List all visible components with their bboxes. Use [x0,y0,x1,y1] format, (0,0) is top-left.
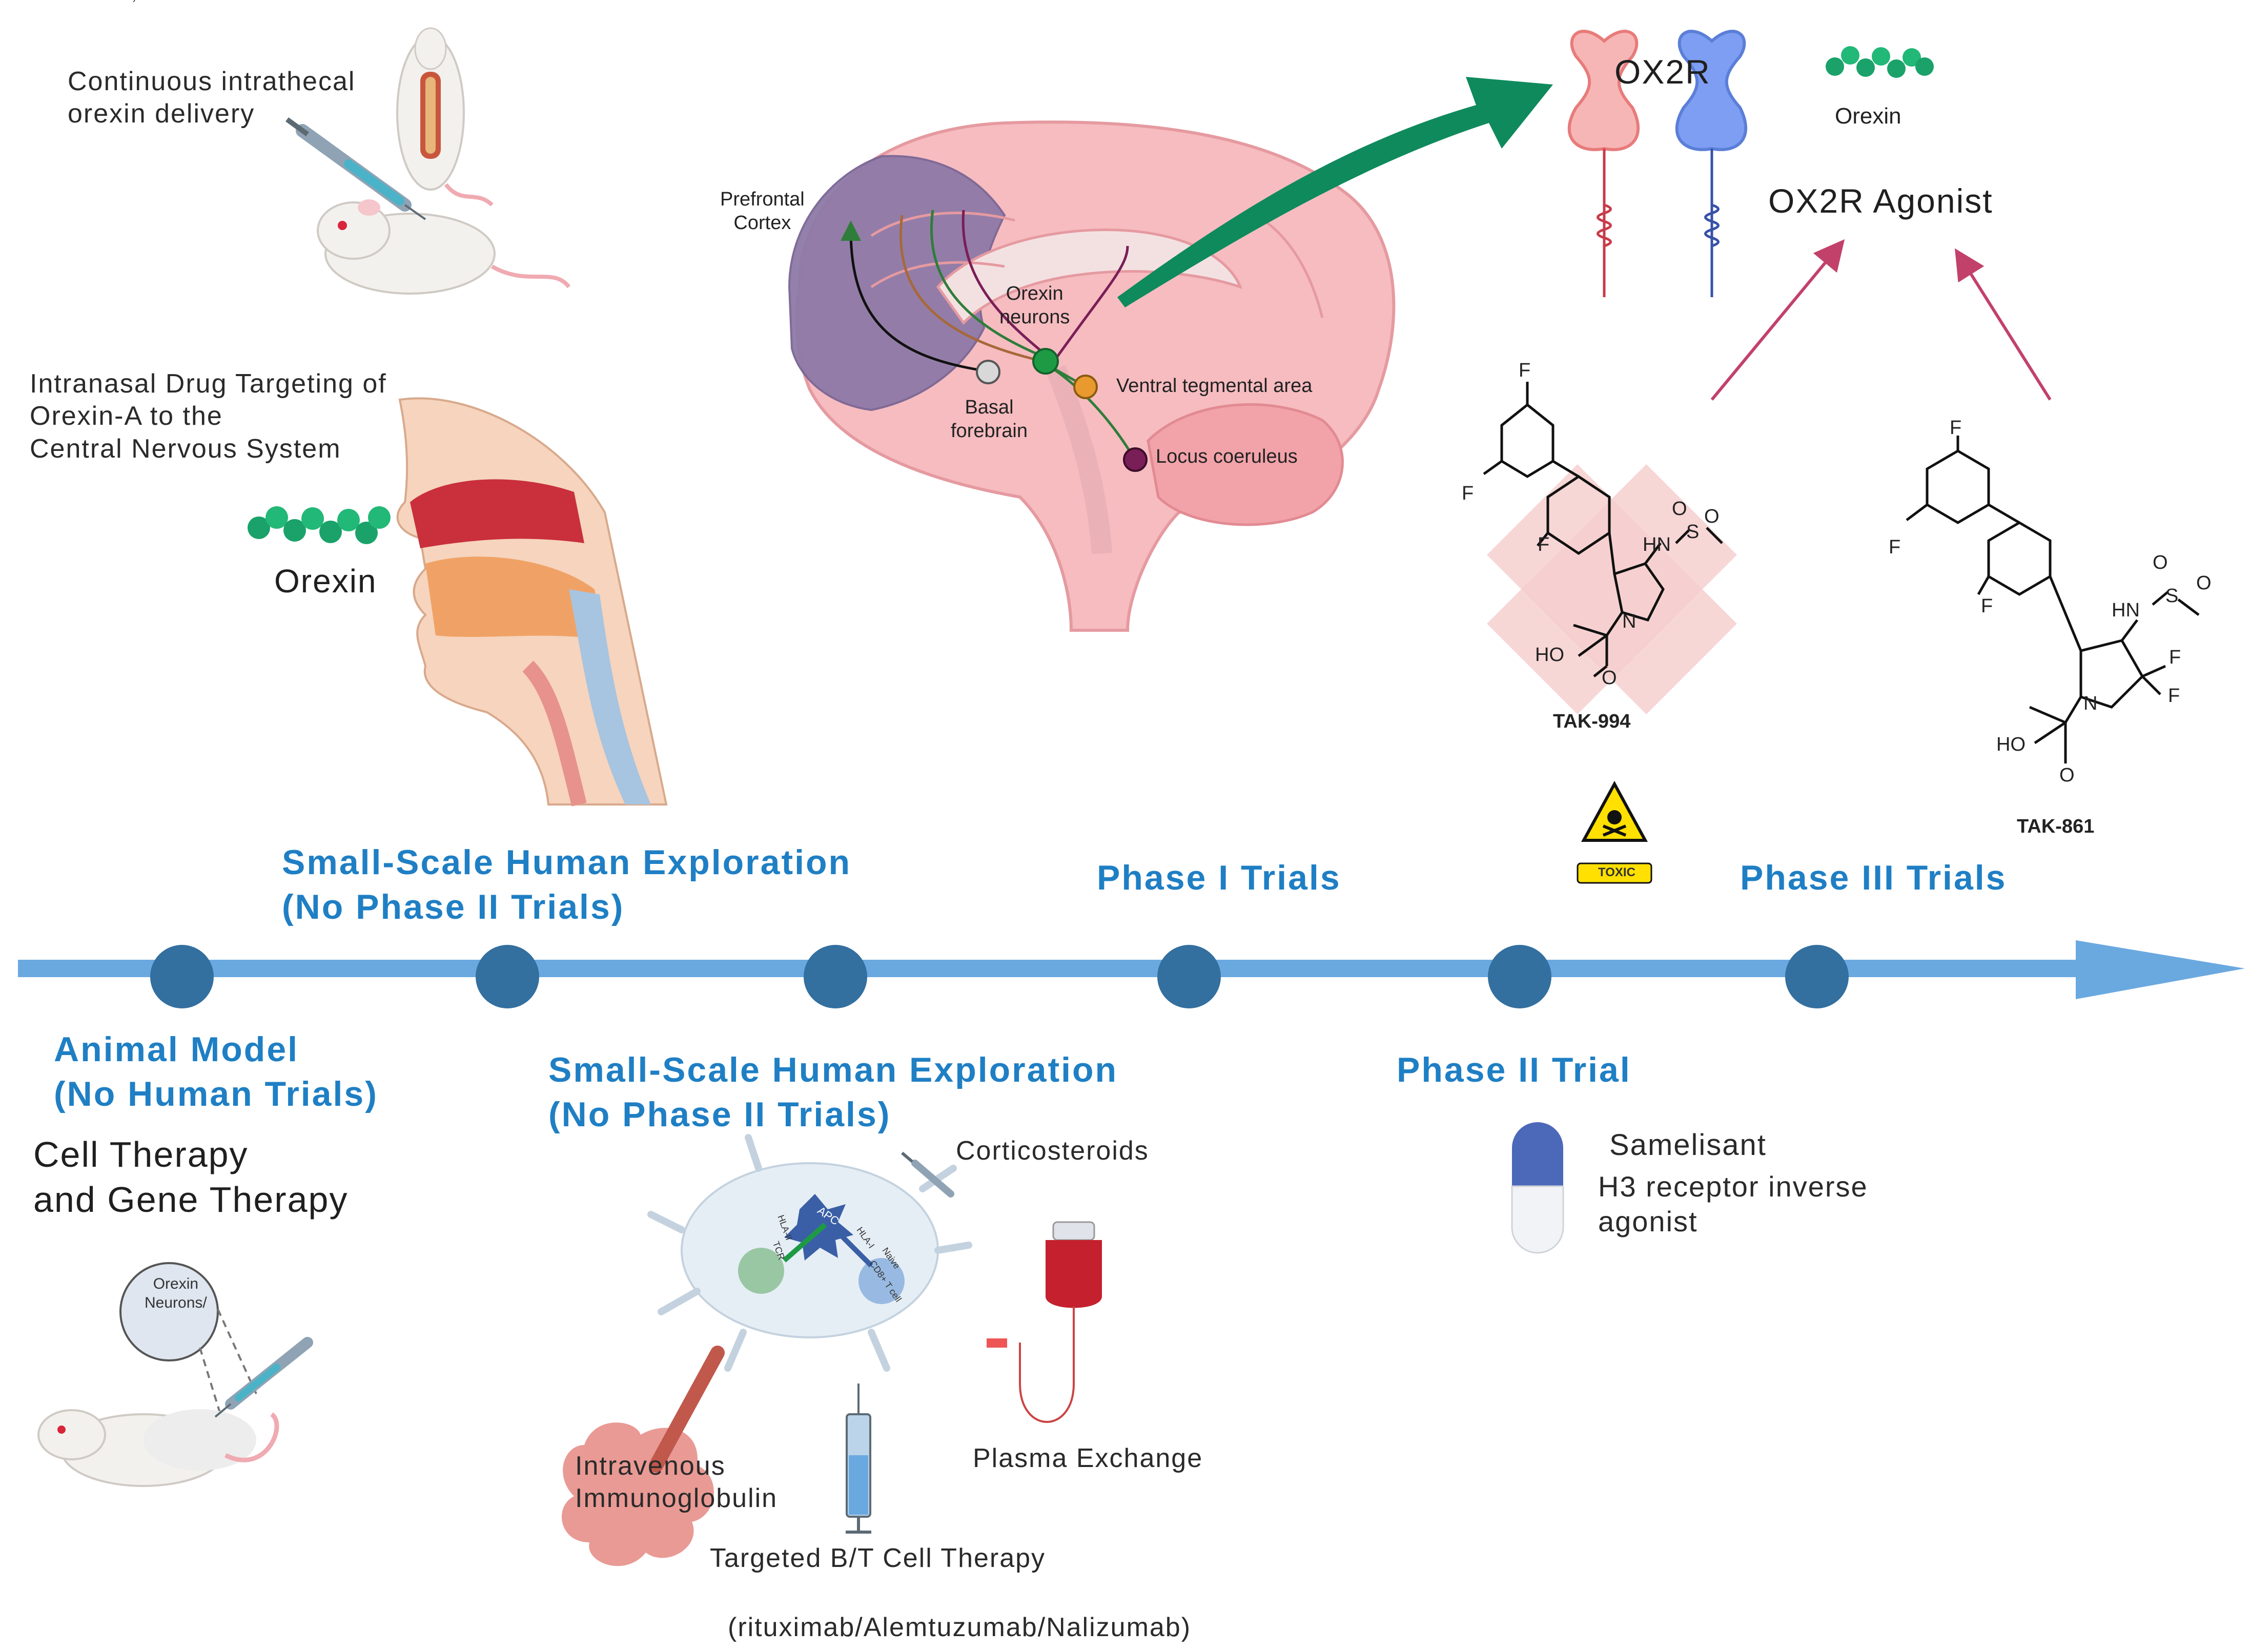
vta-node [1073,375,1098,399]
milestone-3 [804,945,867,1008]
tak861-o3: O [2059,765,2075,786]
prefrontal-cortex-label: Prefrontal Cortex [720,189,805,234]
h3-receptor-label: H3 receptor inverse agonist [1598,1170,1868,1238]
tak994-o1: O [1672,498,1687,520]
capsule-icon [1511,1122,1564,1254]
stage-phase-3: Phase III Trials [1740,858,2007,897]
tak994-ho: HO [1535,644,1564,666]
milestone-1 [150,945,214,1008]
milestone-4 [1157,945,1221,1008]
tak861-f1: F [1950,417,1962,439]
stage-animal-model: Animal Model (No Human Trials) [54,1030,378,1114]
tak861-o1: O [2153,552,2168,573]
tak861-hn: HN [2112,600,2140,621]
bt-cell-therapy-label: Targeted B/T Cell Therapy [710,1543,1046,1573]
intranasal-targeting-label: Intranasal Drug Targeting of Orexin-A to… [30,369,387,464]
orexin-molecule-left-icon [248,506,391,544]
tak994-structure [1483,382,1737,714]
timeline-bar [18,960,2094,977]
tak994-f2: F [1462,483,1474,504]
stage-phase-2: Phase II Trial [1397,1050,1631,1089]
tak994-s: S [1686,521,1700,543]
milestone-6 [1785,945,1849,1008]
tak994-name: TAK-994 [1553,711,1631,732]
stage-small-scale-below: Small-Scale Human Exploration (No Phase … [548,1050,1118,1134]
orexin-neurons-circle-label: Orexin Neurons/ [145,1275,207,1311]
orexin-left-label: Orexin [274,563,377,600]
nasal-cavity-illustration [396,397,668,807]
tak861-f5: F [2168,685,2180,707]
plasma-exchange-label: Plasma Exchange [973,1443,1203,1473]
syringe-icon [285,117,426,220]
tak861-f2: F [1889,536,1901,558]
orexin-projection-pathways [841,210,1134,457]
locus-coeruleus-label: Locus coeruleus [1156,446,1298,467]
tak994-f1: F [1519,360,1531,381]
tak994-to-agonist-arrow [1710,239,1845,401]
brain-to-receptor-arrow [1117,77,1553,307]
samelisant-label: Samelisant [1609,1128,1767,1162]
orexin-top-label: Orexin [1835,104,1901,129]
tak994-hn: HN [1643,534,1671,555]
tak861-name: TAK-861 [2017,816,2095,837]
corticosteroids-label: Corticosteroids [956,1136,1149,1166]
intrathecal-rat-illustration [317,27,571,295]
tak861-o2: O [2196,572,2212,594]
tak994-o3: O [1602,667,1617,689]
stage-small-scale-above: Small-Scale Human Exploration (No Phase … [282,843,852,927]
intrathecal-label: Continuous intrathecal orexin delivery [0,0,137,2]
syringe-small-icon [214,1337,313,1418]
ivig-label: Intravenous Immunoglobulin [575,1451,778,1514]
tak861-f4: F [2169,647,2181,668]
timeline-milestones [150,945,1849,1008]
gene-therapy-rat-illustration [37,1262,279,1487]
ventral-tegmental-area-label: Ventral tegmental area [1116,375,1313,397]
orexin-neurons-label: Orexin neurons [999,283,1070,328]
toxic-label: TOXIC [1598,865,1635,879]
tak994-n: N [1622,611,1637,632]
timeline-arrowhead [2076,940,2245,999]
intrathecal-delivery-label: Continuous intrathecal orexin delivery [68,67,356,129]
orexin-molecule-top-icon [1826,46,1934,78]
brain-sagittal-illustration [788,120,1396,632]
ox2r-receptor-red [1567,30,1640,297]
tak994-f3: F [1538,534,1550,555]
ivig-splash-icon [562,1346,725,1566]
bt-cell-syringe-icon [846,1383,871,1534]
milestone-2 [476,945,539,1008]
tak861-s: S [2165,585,2179,607]
ox2r-agonist-label: OX2R Agonist [1768,182,1993,220]
ox2r-receptor-blue [1675,30,1747,297]
basal-forebrain-label: Basal forebrain [951,397,1028,442]
basal-forebrain-node [976,360,1000,384]
tak861-f3: F [1981,595,1993,617]
corticosteroid-syringe-icon [901,1151,954,1197]
tak861-structure [1906,436,2200,763]
ox2r-label: OX2R [1614,53,1711,91]
tak861-n: N [2083,693,2098,714]
tak994-o2: O [1704,506,1720,527]
orexin-neurons-node [1032,348,1059,375]
lymph-node-illustration [647,1134,972,1372]
antibodies-label: (rituximab/Alemtuzumab/Nalizumab) [728,1613,1192,1642]
blood-bag-icon [987,1221,1102,1423]
stage-phase-1: Phase I Trials [1097,858,1341,897]
locus-coeruleus-node [1123,447,1148,472]
tak861-to-agonist-arrow [1955,248,2052,401]
milestone-5 [1488,945,1551,1008]
tak861-ho: HO [1996,734,2026,755]
toxic-warning-icon [1577,780,1652,884]
cell-gene-therapy-label: Cell Therapy and Gene Therapy [33,1134,349,1220]
